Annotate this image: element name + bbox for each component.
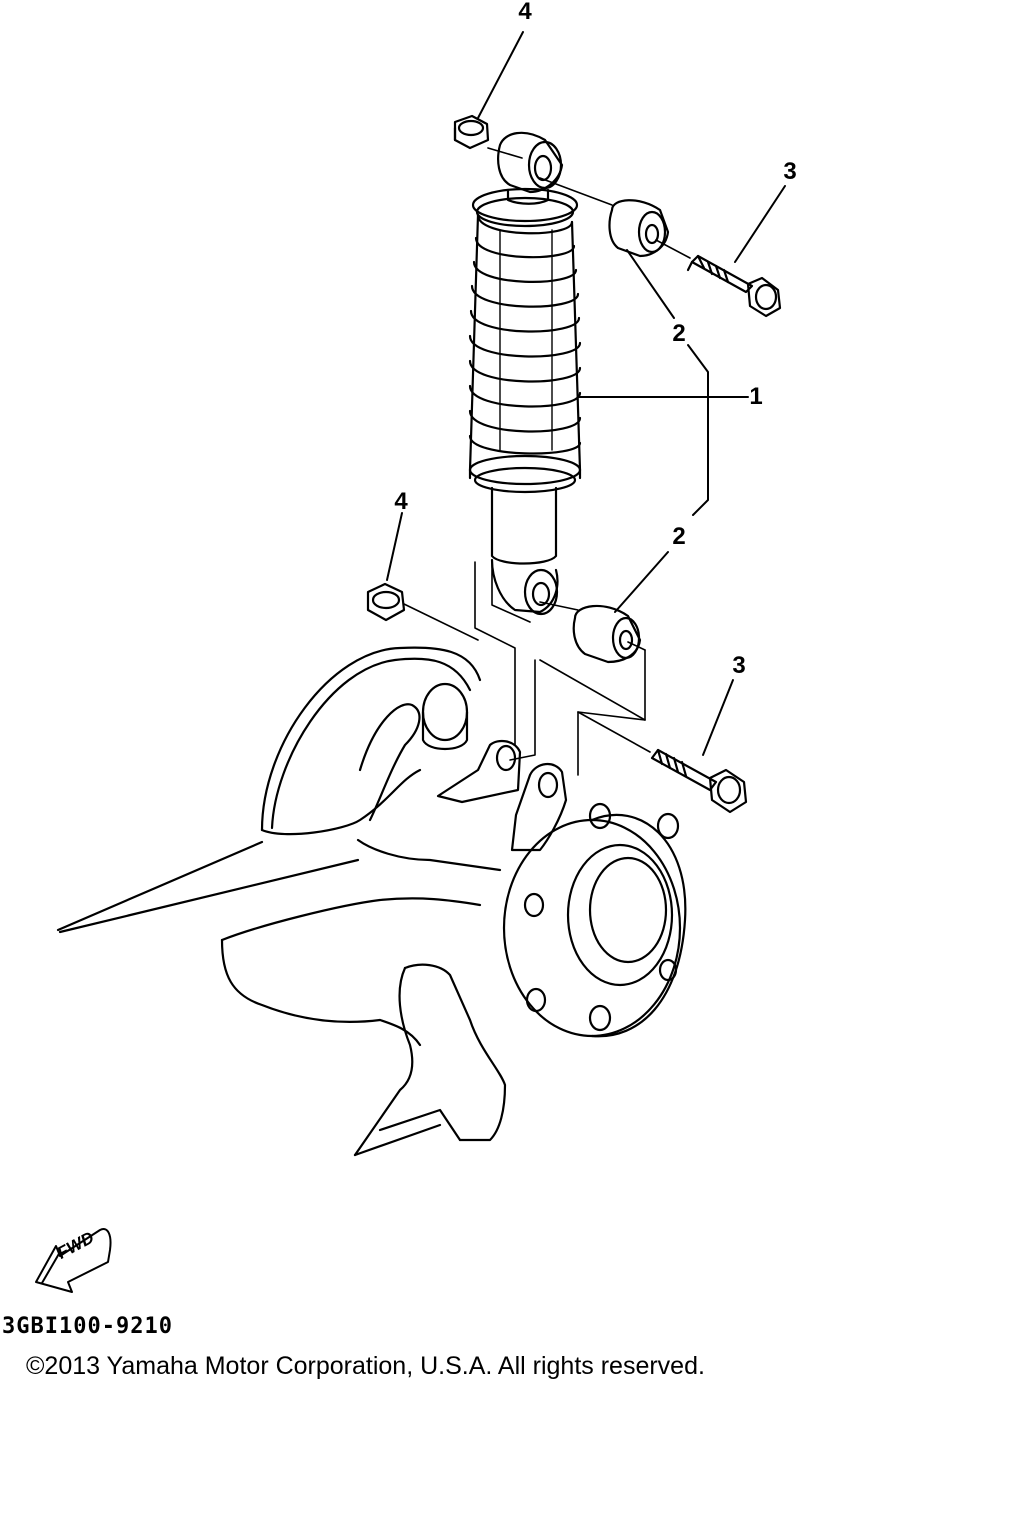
lower-nut bbox=[366, 582, 406, 622]
callout-lower-bolt: 3 bbox=[732, 652, 746, 679]
fwd-arrow-icon bbox=[35, 1228, 112, 1293]
upper-bolt bbox=[686, 254, 782, 318]
callout-lower-collar: 2 bbox=[672, 523, 686, 550]
callout-upper-collar: 2 bbox=[672, 320, 686, 347]
copyright-notice: ©2013 Yamaha Motor Corporation, U.S.A. A… bbox=[26, 1352, 705, 1380]
callout-upper-bolt: 3 bbox=[783, 158, 797, 185]
callout-top-nut: 4 bbox=[518, 0, 532, 25]
upper-nut bbox=[453, 114, 490, 150]
axle-housing bbox=[56, 646, 687, 1157]
assembly-guide-lines bbox=[403, 147, 691, 776]
leader-lines bbox=[386, 31, 786, 756]
shock-absorber-body bbox=[468, 187, 582, 616]
callout-lower-nut: 4 bbox=[394, 488, 408, 515]
shock-upper-eye bbox=[497, 131, 564, 194]
callout-shock: 1 bbox=[749, 383, 763, 410]
part-code: 3GBI100-9210 bbox=[2, 1314, 173, 1339]
lower-bolt bbox=[650, 748, 748, 814]
upper-collar bbox=[608, 199, 670, 258]
lower-collar bbox=[572, 604, 642, 664]
